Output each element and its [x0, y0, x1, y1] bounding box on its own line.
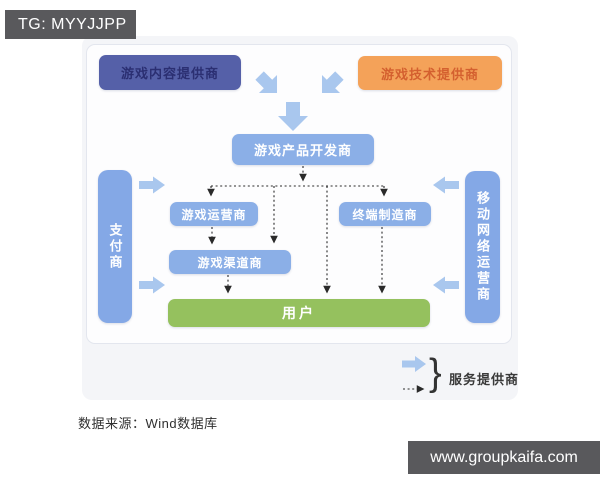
data-source-caption: 数据来源：Wind数据库 — [78, 416, 218, 431]
site-watermark-bar: www.groupkaifa.com — [408, 441, 600, 474]
tg-watermark-bar: TG: MYYJJPP — [5, 10, 136, 39]
node-payment-provider: 支付商 — [98, 170, 132, 323]
diagram-panel — [86, 44, 512, 344]
node-game-content-provider: 游戏内容提供商 — [99, 55, 241, 90]
node-terminal-manufacturer: 终端制造商 — [339, 202, 431, 226]
site-watermark-label: www.groupkaifa.com — [430, 448, 578, 466]
node-mobile-network-operator: 移动网络运营商 — [465, 171, 500, 323]
node-game-product-developer: 游戏产品开发商 — [232, 134, 374, 165]
node-game-tech-provider: 游戏技术提供商 — [358, 56, 502, 90]
tg-watermark-label: TG: MYYJJPP — [18, 15, 127, 33]
legend-label: 服务提供商 — [449, 372, 520, 387]
node-user: 用户 — [168, 299, 430, 327]
legend-brace: } — [429, 352, 442, 394]
node-game-channel: 游戏渠道商 — [169, 250, 291, 274]
node-game-operator: 游戏运营商 — [170, 202, 258, 226]
